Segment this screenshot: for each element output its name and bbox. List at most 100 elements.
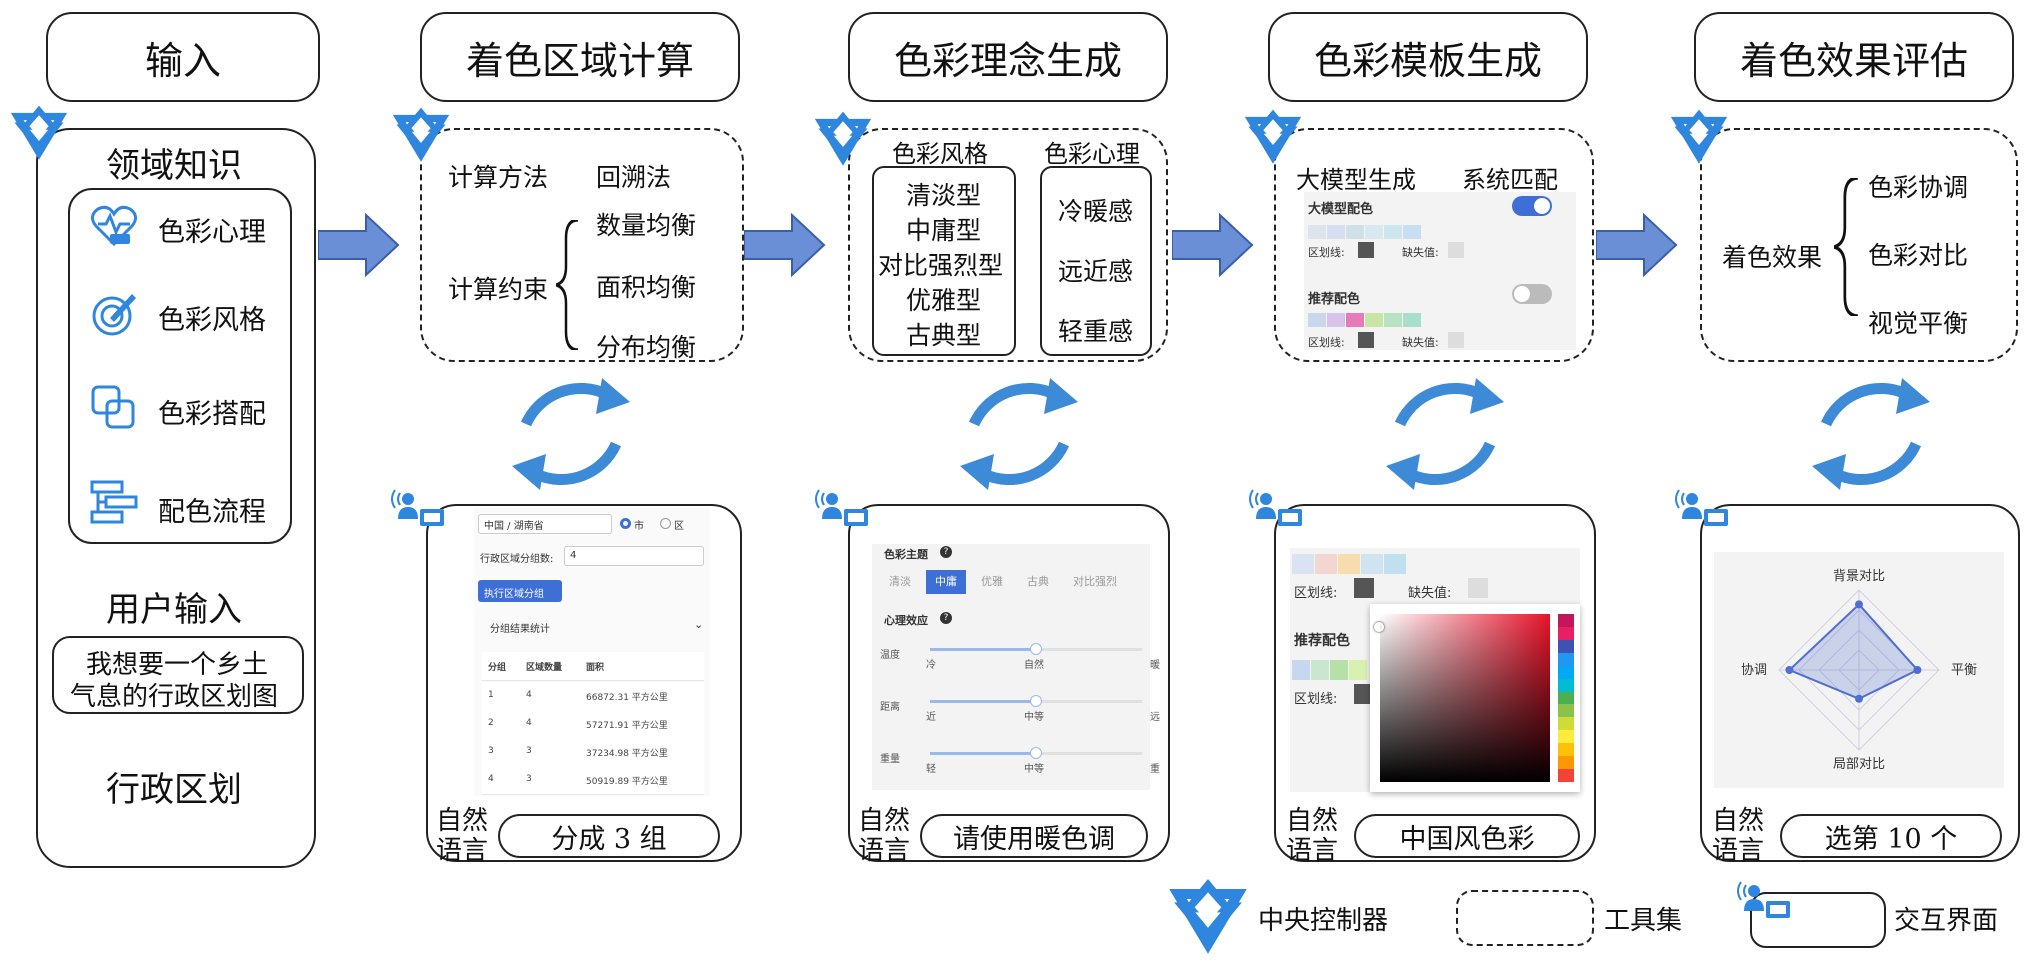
radio-district[interactable] <box>660 518 671 529</box>
theme-tab[interactable]: 对比强烈 <box>1073 575 1117 588</box>
palette-color[interactable] <box>1558 614 1574 627</box>
table-cell: 4 <box>488 774 494 784</box>
color-swatch[interactable] <box>1346 225 1364 239</box>
concept-style-5: 古典型 <box>906 321 982 350</box>
radio-district-label: 区 <box>674 521 684 532</box>
region-interface <box>426 504 742 862</box>
table-cell: 57271.91 平方公里 <box>586 721 668 731</box>
controller-logo-icon <box>392 104 450 162</box>
color-swatch[interactable] <box>1403 313 1421 327</box>
llm-toggle[interactable] <box>1512 196 1552 216</box>
color-swatch[interactable] <box>1315 554 1337 574</box>
palette-color[interactable] <box>1558 691 1574 705</box>
palette-color[interactable] <box>1558 626 1574 640</box>
table-cell: 66872.31 平方公里 <box>586 693 668 703</box>
color-swatch[interactable] <box>1365 313 1383 327</box>
color-swatch[interactable] <box>1292 554 1314 574</box>
evaluate-effect-2: 色彩对比 <box>1868 241 1969 270</box>
palette-color[interactable] <box>1558 717 1574 731</box>
recommend-toggle[interactable] <box>1512 284 1552 304</box>
template-nl-2: 语言 <box>1286 836 1339 866</box>
concept-style-label: 色彩风格 <box>892 140 988 168</box>
evaluate-prompt-input[interactable]: 选第 10 个 <box>1780 814 2002 858</box>
radio-city[interactable] <box>620 518 631 529</box>
color-swatch[interactable] <box>1384 225 1402 239</box>
palette-color[interactable] <box>1558 756 1574 770</box>
template-match-label: 系统匹配 <box>1462 166 1558 194</box>
color-picker-cursor-icon[interactable] <box>1374 622 1384 632</box>
header-concept: 色彩理念生成 <box>848 12 1168 102</box>
effect-label: 心理效应 <box>884 614 928 627</box>
header-input: 输入 <box>46 12 320 102</box>
table-header-cell: 面积 <box>586 663 605 673</box>
border-swatch[interactable] <box>1358 242 1374 258</box>
color-swatch[interactable] <box>1311 660 1329 680</box>
palette-color[interactable] <box>1558 639 1574 653</box>
color-palette-strip[interactable] <box>1558 614 1574 782</box>
user-input-line-2: 气息的行政区划图 <box>70 682 279 712</box>
concept-psych-3: 轻重感 <box>1058 317 1134 346</box>
color-swatch[interactable] <box>1308 225 1326 239</box>
header-region: 着色区域计算 <box>420 12 740 102</box>
border-swatch-2[interactable] <box>1358 332 1374 348</box>
map-type-label: 行政区划 <box>106 770 242 810</box>
palette-color[interactable] <box>1558 652 1574 666</box>
slider-name: 温度 <box>880 650 900 661</box>
theme-tab[interactable]: 清淡 <box>889 575 911 588</box>
zoom-missing-swatch[interactable] <box>1468 578 1488 598</box>
run-grouping-button[interactable] <box>478 580 562 602</box>
table-cell: 2 <box>488 718 494 728</box>
template-missing-label: 缺失值: <box>1402 246 1439 259</box>
palette-color[interactable] <box>1558 678 1574 692</box>
slider-thumb[interactable] <box>1030 643 1042 655</box>
radar-point <box>1913 666 1922 674</box>
header-evaluate: 着色效果评估 <box>1694 12 2014 102</box>
palette-color[interactable] <box>1558 704 1574 718</box>
stats-chevron-icon[interactable]: ⌄ <box>694 618 704 631</box>
concept-interface <box>848 504 1170 862</box>
region-select[interactable] <box>478 514 612 534</box>
region-brace <box>556 220 580 350</box>
slider-thumb[interactable] <box>1030 695 1042 707</box>
theme-tab[interactable]: 优雅 <box>981 575 1003 588</box>
color-swatch[interactable] <box>1308 313 1326 327</box>
concept-prompt-input[interactable]: 请使用暖色调 <box>920 814 1148 858</box>
color-swatch[interactable] <box>1349 660 1367 680</box>
user-interface-icon <box>1249 489 1303 527</box>
user-interface-icon <box>815 489 869 527</box>
palette-color[interactable] <box>1558 743 1574 757</box>
template-prompt-input[interactable]: 中国风色彩 <box>1354 814 1580 858</box>
color-swatch[interactable] <box>1384 313 1402 327</box>
color-swatch[interactable] <box>1403 225 1421 239</box>
palette-color[interactable] <box>1558 769 1574 782</box>
color-swatch[interactable] <box>1330 660 1348 680</box>
palette-color[interactable] <box>1558 730 1574 744</box>
color-swatch[interactable] <box>1384 554 1406 574</box>
color-swatch[interactable] <box>1327 225 1345 239</box>
region-prompt-input[interactable]: 分成 3 组 <box>498 814 720 858</box>
help-icon: ? <box>940 546 952 558</box>
color-swatch[interactable] <box>1361 554 1383 574</box>
knowledge-item-matching: 色彩搭配 <box>158 399 266 430</box>
color-swatch[interactable] <box>1346 313 1364 327</box>
color-swatch[interactable] <box>1365 225 1383 239</box>
color-swatch[interactable] <box>1292 660 1310 680</box>
zoom-border-swatch[interactable] <box>1354 578 1374 598</box>
missing-swatch-2[interactable] <box>1448 332 1464 348</box>
theme-tab[interactable]: 中庸 <box>926 570 966 594</box>
help-icon: ? <box>940 612 952 624</box>
color-picker-gradient[interactable] <box>1380 614 1550 782</box>
palette-color[interactable] <box>1558 665 1574 679</box>
color-swatch[interactable] <box>1338 554 1360 574</box>
theme-tab[interactable]: 古典 <box>1027 575 1049 588</box>
group-count-input[interactable] <box>564 546 704 566</box>
missing-swatch[interactable] <box>1448 242 1464 258</box>
evaluate-effect-label: 着色效果 <box>1722 243 1823 272</box>
color-swatch[interactable] <box>1327 313 1345 327</box>
zoom-border-swatch-2[interactable] <box>1354 684 1374 704</box>
slider-fill <box>930 648 1036 651</box>
slider-thumb[interactable] <box>1030 747 1042 759</box>
